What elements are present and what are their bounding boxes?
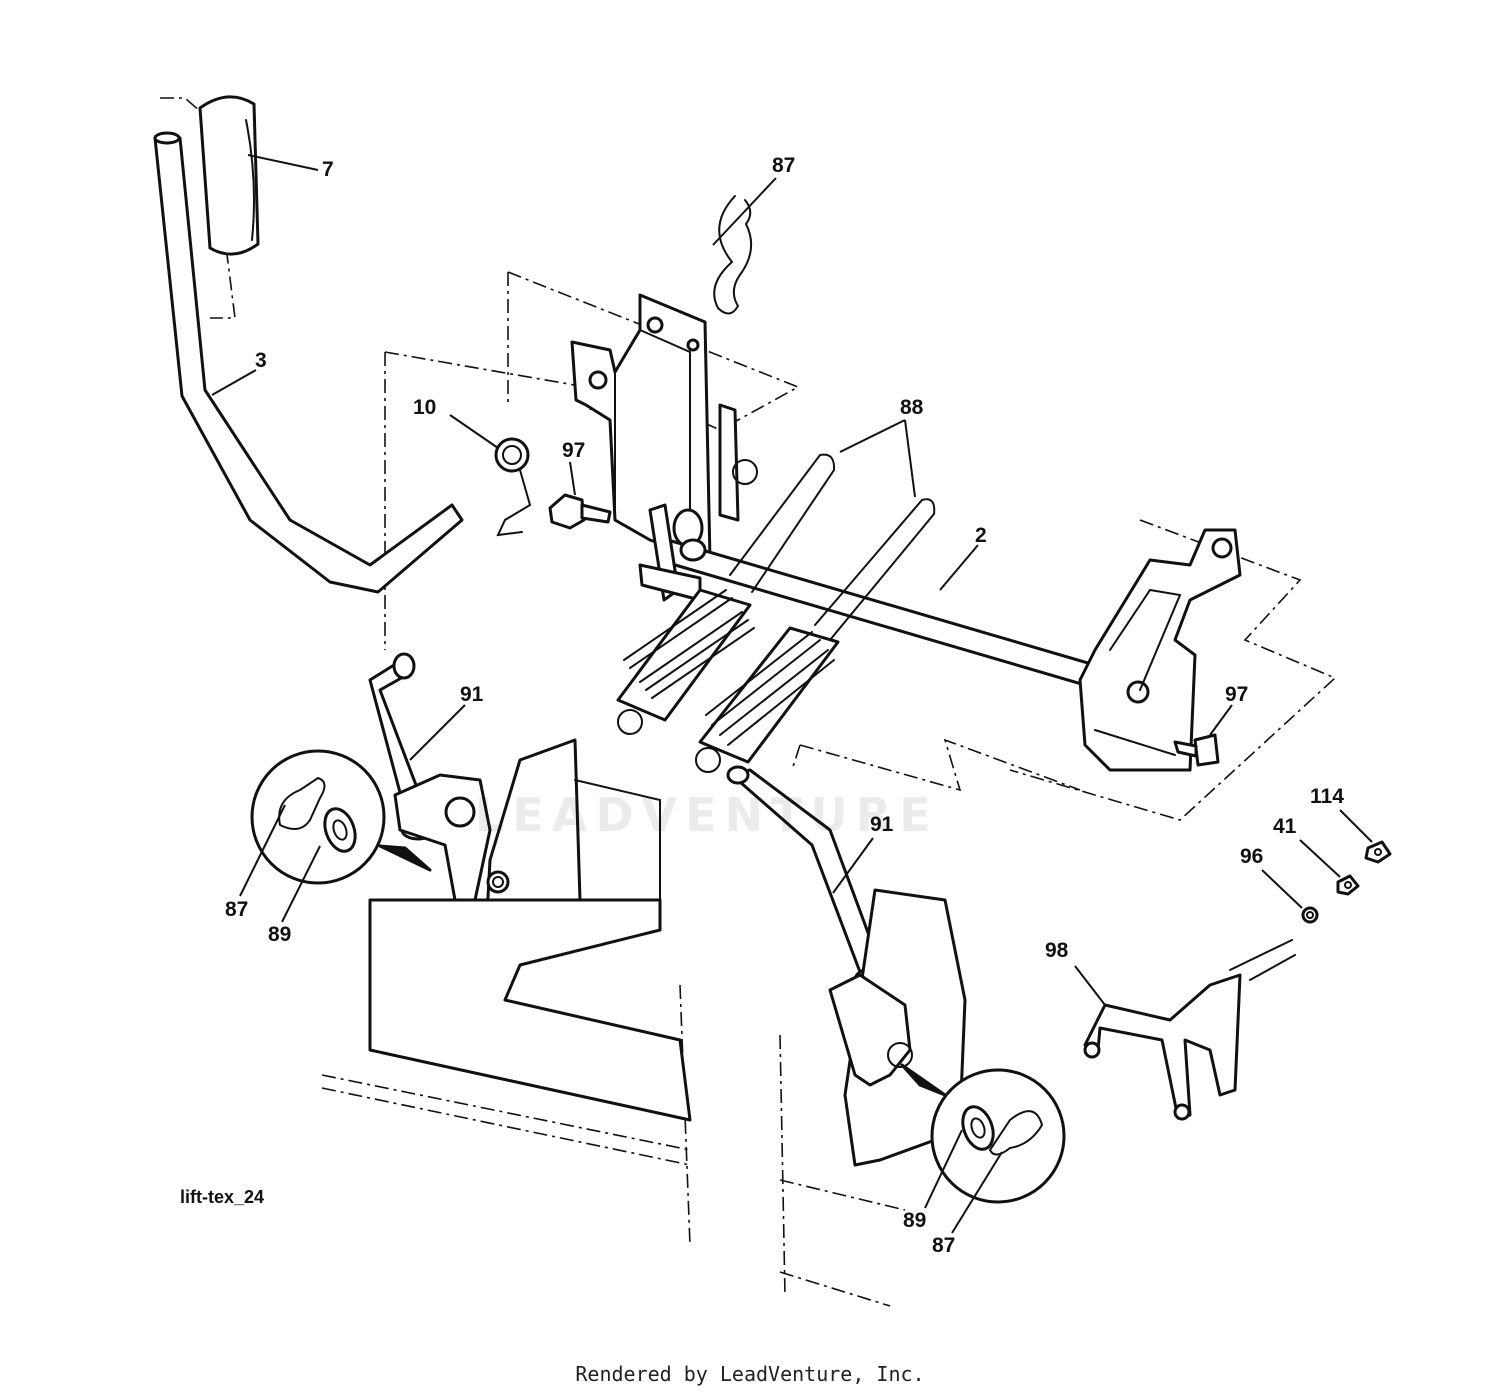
callout-3: 3 [255, 349, 267, 372]
mounting-bracket-part [570, 293, 758, 562]
callout-7: 7 [322, 158, 334, 181]
torsion-spring-part [494, 437, 532, 537]
callout-98: 98 [1045, 939, 1069, 962]
detail-callout-right [900, 1063, 1066, 1204]
hairpin-clip-part [713, 195, 753, 315]
callout-leader-lines [211, 154, 1373, 1234]
extension-springs-part [616, 588, 840, 773]
detail-callout-left [250, 749, 432, 885]
callout-88: 88 [900, 396, 924, 419]
deck-hanger-right-part [828, 888, 967, 1167]
flange-bolt-right-part [1173, 733, 1220, 767]
right-bracket-part [1078, 528, 1242, 772]
callout-2: 2 [975, 524, 987, 547]
callout-96: 96 [1240, 845, 1264, 868]
callout-87-top: 87 [772, 154, 796, 177]
callout-41: 41 [1273, 815, 1297, 838]
handle-grip-part [198, 95, 260, 256]
flange-bolt-part [548, 493, 612, 530]
callout-89-right: 89 [903, 1209, 927, 1232]
callout-87-left: 87 [225, 898, 249, 921]
callout-97-left: 97 [562, 439, 586, 462]
callout-87-right: 87 [932, 1234, 956, 1257]
diagram-code: lift-tex_24 [180, 1187, 265, 1207]
callout-89-left: 89 [268, 923, 292, 946]
gauge-wheel-bracket-part [1083, 939, 1296, 1121]
lift-shaft-part [638, 503, 1107, 692]
callout-114: 114 [1310, 785, 1344, 808]
footer-credit: Rendered by LeadVenture, Inc. [575, 1362, 925, 1386]
callout-91-left: 91 [460, 683, 484, 706]
small-hardware-parts [1301, 840, 1392, 924]
callout-91-right: 91 [870, 813, 894, 836]
callout-10: 10 [413, 396, 437, 419]
spring-hooks-part [729, 453, 936, 641]
watermark: LEADVENTURE [475, 788, 939, 842]
callout-97-right: 97 [1225, 683, 1249, 706]
lift-handle-lever-part [153, 131, 464, 594]
deck-hanger-left-part [368, 738, 692, 1122]
